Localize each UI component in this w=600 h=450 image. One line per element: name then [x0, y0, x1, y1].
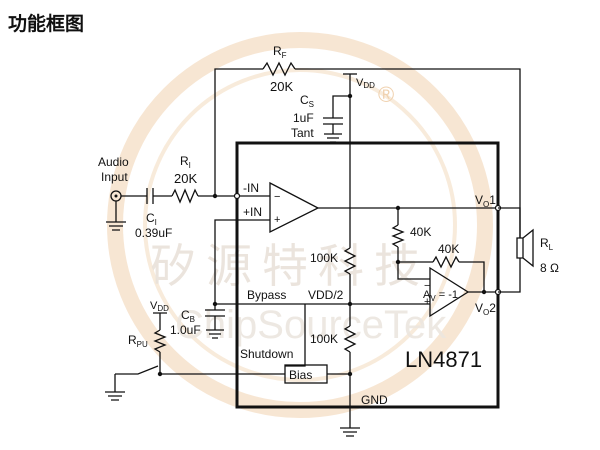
r-40k-a-label: 40K	[410, 225, 431, 239]
plus-in-label: +IN	[243, 205, 262, 219]
audio-input-line2: Input	[101, 170, 128, 184]
minus-in-label: -IN	[243, 181, 259, 195]
ri-label: RI	[180, 154, 191, 170]
opamp-2-minus: −	[424, 280, 430, 292]
shutdown-label: Shutdown	[240, 347, 293, 361]
cs-type: Tant	[291, 126, 314, 140]
opamp-1	[269, 181, 320, 234]
shutdown-switch[interactable]	[115, 365, 159, 375]
chip-name: LN4871	[405, 347, 482, 372]
cs-value: 1uF	[293, 111, 314, 125]
vo2-label: VO2	[475, 301, 496, 317]
r-40k-b-label: 40K	[438, 242, 459, 256]
opamp-2-plus: +	[424, 296, 430, 308]
cs-capacitor	[323, 117, 343, 125]
r-40k-b	[432, 255, 460, 269]
opamp-2	[429, 266, 470, 318]
r-100k-top-label: 100K	[310, 251, 338, 265]
rf-value: 20K	[270, 79, 293, 94]
watermark-registered: ®	[378, 82, 394, 107]
opamp-1-minus: −	[274, 191, 280, 203]
chip-outline	[235, 141, 500, 409]
vdd-top-label: VDD	[356, 77, 375, 90]
opamp-1-plus: +	[274, 214, 280, 226]
rpu-resistor	[153, 329, 167, 353]
bias-label: Bias	[289, 368, 312, 382]
watermark-chinese: 矽源特科技	[150, 239, 430, 293]
watermark: 矽源特科技 ChipSourceTek ®	[107, 32, 493, 418]
vo1-label: VO1	[475, 193, 496, 209]
ci-value: 0.39uF	[135, 226, 172, 240]
gnd-label: GND	[361, 393, 388, 407]
r-100k-top	[343, 247, 357, 275]
rf-resistor	[262, 61, 296, 77]
av-label: AV = -1	[423, 289, 458, 303]
r-40k-a	[391, 224, 405, 248]
ri-resistor	[171, 188, 199, 204]
r-100k-bottom-label: 100K	[310, 332, 338, 346]
rl-value: 8 Ω	[540, 261, 559, 275]
audio-input-line1: Audio	[98, 155, 129, 169]
speaker-icon	[516, 228, 534, 268]
diagram-title: 功能框图	[8, 12, 84, 35]
vdd-half-label: VDD/2	[308, 288, 344, 302]
rl-label: RL	[540, 236, 554, 252]
cs-label: CS	[300, 93, 314, 109]
vdd-left-label: VDD	[150, 300, 169, 313]
bypass-label: Bypass	[247, 288, 286, 302]
cb-value: 1.0uF	[170, 323, 201, 337]
ri-value: 20K	[174, 171, 197, 186]
r-100k-bottom	[343, 325, 357, 353]
ci-label: CI	[146, 211, 157, 227]
